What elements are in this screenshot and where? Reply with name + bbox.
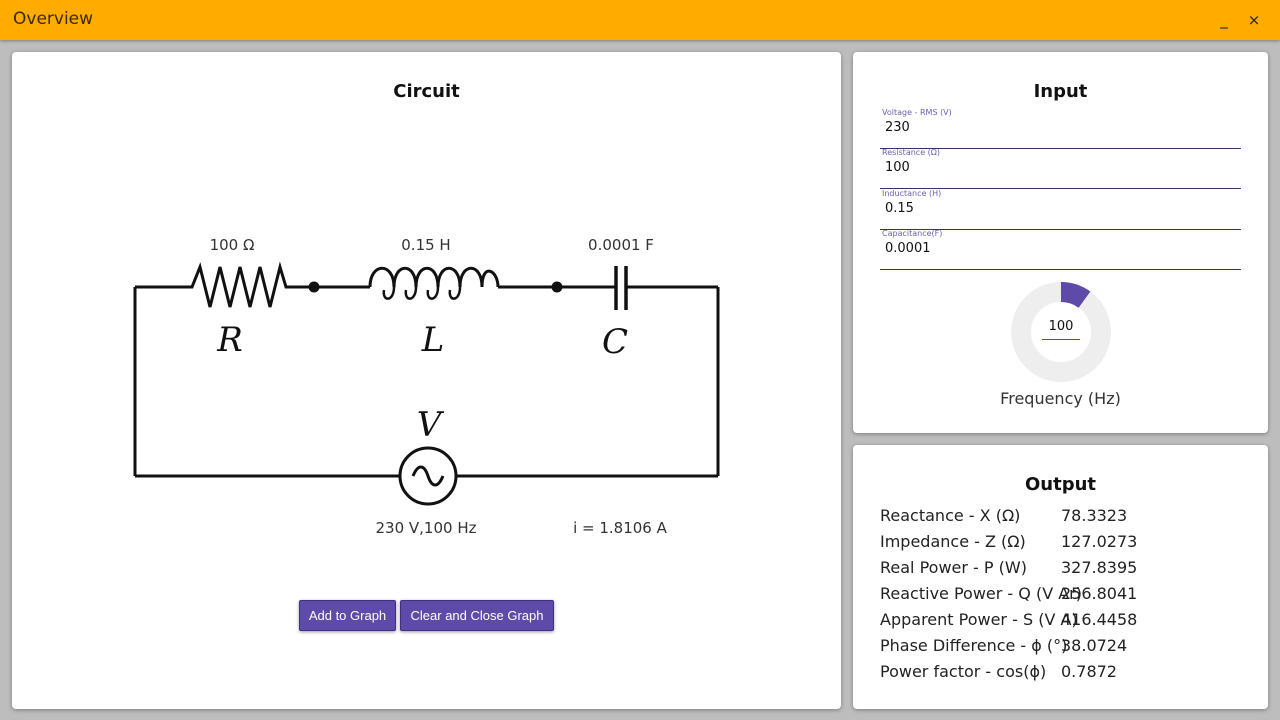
resistance-input[interactable] bbox=[885, 160, 1225, 175]
capacitor-symbol: C bbox=[602, 322, 628, 362]
output-value: 127.0273 bbox=[1061, 532, 1138, 551]
inductance-label: Inductance (H) bbox=[882, 189, 942, 198]
source-label: 230 V,100 Hz bbox=[376, 519, 477, 537]
circuit-title: Circuit bbox=[393, 81, 460, 102]
input-title: Input bbox=[1033, 81, 1088, 102]
output-title: Output bbox=[1024, 474, 1097, 495]
junction-dot bbox=[308, 281, 320, 293]
output-label: Reactive Power - Q (V Ar) bbox=[880, 584, 1082, 603]
frequency-label: Frequency (Hz) bbox=[1000, 389, 1121, 408]
circuit-diagram: 100 Ω 0.15 H 0.0001 F R L C V 230 V,100 … bbox=[133, 236, 720, 537]
capacitance-field: Capacitance(F) bbox=[880, 229, 1241, 270]
close-button[interactable]: × bbox=[1247, 11, 1261, 29]
capacitance-input[interactable] bbox=[885, 241, 1225, 256]
inductor-value-label: 0.15 H bbox=[401, 236, 450, 254]
output-value: 416.4458 bbox=[1061, 610, 1138, 629]
window-title: Overview bbox=[13, 9, 94, 29]
output-value: 0.7872 bbox=[1061, 662, 1117, 681]
resistor-symbol: R bbox=[216, 320, 243, 360]
output-value: 38.0724 bbox=[1061, 636, 1128, 655]
source-symbol: V bbox=[417, 405, 445, 445]
capacitance-label: Capacitance(F) bbox=[882, 229, 943, 238]
inductor-icon bbox=[368, 266, 500, 288]
output-value: 327.8395 bbox=[1061, 558, 1138, 577]
output-label: Power factor - cos(ϕ) bbox=[880, 662, 1047, 681]
output-label: Real Power - P (W) bbox=[880, 558, 1027, 577]
ac-source-icon bbox=[398, 446, 458, 506]
voltage-label: Voltage - RMS (V) bbox=[882, 108, 952, 117]
output-value: 78.3323 bbox=[1061, 506, 1128, 525]
inductor-symbol: L bbox=[421, 320, 445, 360]
junction-dot bbox=[551, 281, 563, 293]
output-label: Impedance - Z (Ω) bbox=[880, 532, 1026, 551]
output-panel: Output Reactance - X (Ω) 78.3323 Impedan… bbox=[853, 445, 1268, 709]
frequency-value[interactable]: 100 bbox=[1042, 319, 1080, 340]
output-label: Apparent Power - S (V A) bbox=[880, 610, 1078, 629]
inductance-field: Inductance (H) bbox=[880, 189, 1241, 230]
output-label: Phase Difference - ϕ (°) bbox=[880, 636, 1068, 655]
resistor-value-label: 100 Ω bbox=[210, 236, 255, 254]
add-to-graph-button[interactable]: Add to Graph bbox=[299, 600, 396, 631]
output-value: 256.8041 bbox=[1061, 584, 1138, 603]
minimize-button[interactable]: _ bbox=[1220, 11, 1228, 29]
resistance-label: Resistance (Ω) bbox=[882, 148, 941, 157]
clear-and-close-graph-button[interactable]: Clear and Close Graph bbox=[400, 600, 554, 631]
frequency-knob[interactable] bbox=[1011, 282, 1111, 382]
current-label: i = 1.8106 A bbox=[573, 519, 668, 537]
resistor-icon bbox=[135, 261, 314, 308]
circuit-panel: Circuit bbox=[12, 52, 841, 709]
title-bar: Overview _ × bbox=[0, 0, 1280, 40]
knob-arc bbox=[1060, 282, 1091, 309]
capacitor-value-label: 0.0001 F bbox=[588, 236, 654, 254]
resistance-field: Resistance (Ω) bbox=[880, 148, 1241, 189]
voltage-input[interactable] bbox=[885, 120, 1225, 135]
output-label: Reactance - X (Ω) bbox=[880, 506, 1021, 525]
voltage-field: Voltage - RMS (V) bbox=[880, 108, 1241, 149]
input-panel: Input Voltage - RMS (V) Resistance (Ω) I… bbox=[853, 52, 1268, 433]
inductance-input[interactable] bbox=[885, 201, 1225, 216]
